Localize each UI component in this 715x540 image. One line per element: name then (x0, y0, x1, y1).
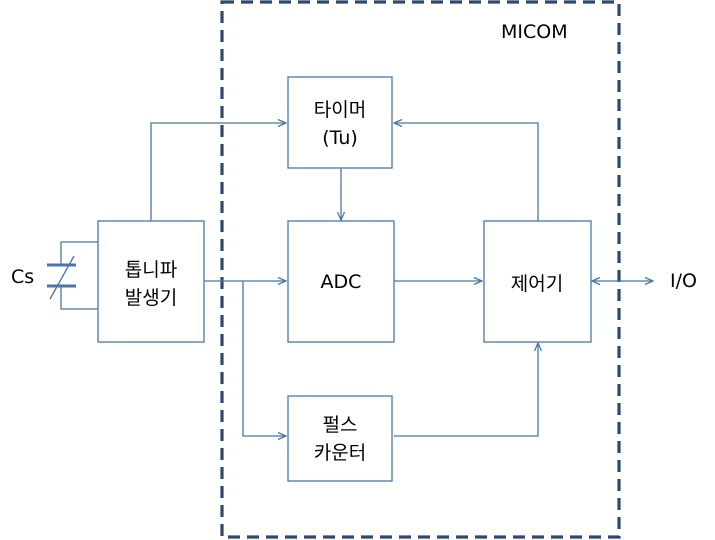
generator-to-timer-arrow (150, 123, 286, 221)
counter-label-line1: 펄스 (323, 414, 358, 436)
generator-label-line2: 발생기 (125, 287, 177, 309)
capacitor-label: Cs (11, 266, 34, 288)
adc-block (287, 220, 395, 343)
timer-block (287, 76, 393, 169)
timer-label-line1: 타이머 (314, 99, 366, 121)
pulse-counter-block (287, 395, 393, 482)
variable-capacitor-icon (47, 241, 98, 310)
adc-label: ADC (321, 271, 362, 293)
generator-to-counter-arrow (242, 281, 286, 436)
controller-to-timer-arrow (394, 123, 539, 221)
generator-label-line1: 톱니파 (125, 259, 177, 281)
controller-block (483, 220, 592, 343)
timer-label-line2: (Tu) (322, 127, 358, 149)
sawtooth-generator-block (97, 220, 205, 343)
controller-label: 제어기 (511, 273, 563, 295)
io-label: I/O (670, 270, 697, 292)
counter-label-line2: 카운터 (314, 442, 366, 464)
micom-label: MICOM (501, 21, 568, 43)
micom-boundary (220, 0, 621, 539)
counter-to-controller-arrow (394, 343, 538, 437)
